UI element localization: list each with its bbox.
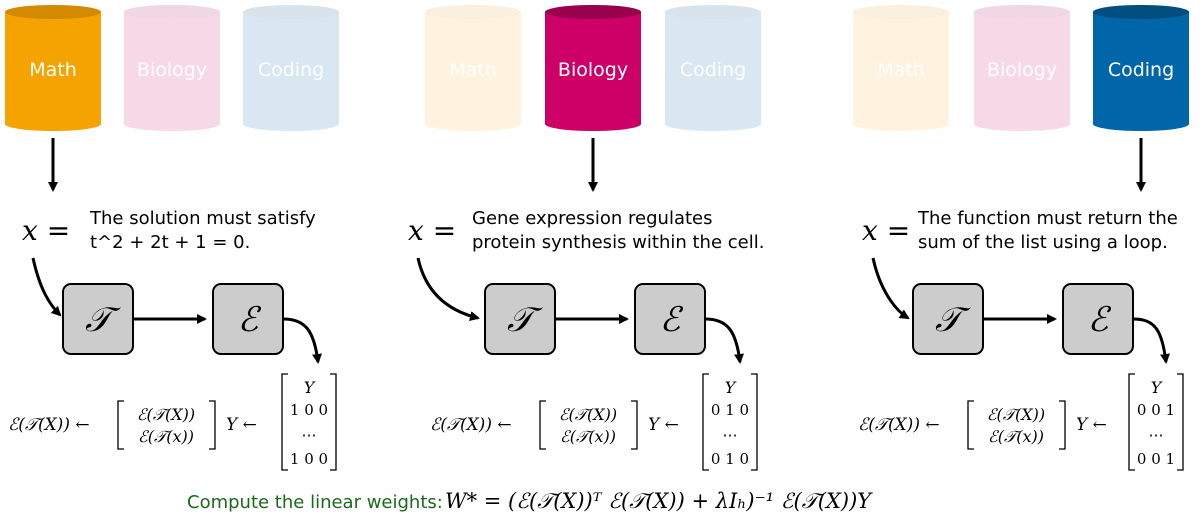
x-symbol: x = — [862, 214, 910, 247]
matrix-top: ℰ(𝒯(X)) — [987, 405, 1045, 424]
cylinder-math: Math — [853, 5, 949, 131]
matrix-bottom: ℰ(𝒯(x)) — [138, 427, 194, 446]
matrix-top: ℰ(𝒯(X)) — [559, 405, 617, 424]
cylinder-label: Biology — [558, 59, 628, 81]
matrix-bottom: ℰ(𝒯(x)) — [988, 427, 1044, 446]
panel-coding: Math Biology Coding x = The function mus… — [853, 5, 1189, 471]
curve-arrow-out — [282, 317, 322, 364]
y-arrow: Y ← — [648, 415, 679, 435]
y-row-1: 0 0 1 — [1137, 401, 1175, 419]
embed-eq: ℰ(𝒯(X)) ← — [430, 415, 512, 435]
x-symbol: x = — [22, 214, 70, 247]
cylinder-label: Biology — [987, 59, 1057, 81]
y-row-last: 0 1 0 — [711, 450, 749, 468]
y-header: Y — [304, 378, 316, 397]
curve-arrow-in — [416, 257, 480, 321]
y-arrow: Y ← — [226, 415, 257, 435]
curve-arrow-in — [31, 257, 62, 317]
embed-eq: ℰ(𝒯(X)) ← — [8, 415, 90, 435]
y-row-1: 0 1 0 — [711, 401, 749, 419]
cylinder-math: Math — [425, 5, 521, 131]
cylinder-label: Math — [877, 59, 925, 81]
matrix-bottom: ℰ(𝒯(x)) — [560, 427, 616, 446]
y-header: Y — [1151, 378, 1163, 397]
embed-symbol: ℰ — [660, 300, 684, 340]
sentence-line-2: protein synthesis within the cell. — [472, 232, 764, 253]
embed-symbol: ℰ — [238, 300, 262, 340]
y-row-last: 0 0 1 — [1137, 450, 1175, 468]
cylinder-label: Coding — [680, 59, 746, 81]
cylinder-coding: Coding — [243, 5, 339, 131]
cylinder-coding: Coding — [1093, 5, 1189, 131]
y-row-1: 1 0 0 — [290, 401, 328, 419]
y-arrow: Y ← — [1076, 415, 1107, 435]
panel-biology: Math Biology Coding x = Gene expression … — [408, 5, 764, 471]
y-dots: ⋯ — [1149, 426, 1164, 444]
weights-formula: W* = (ℰ(𝒯(X))ᵀ ℰ(𝒯(X)) + λIₕ)⁻¹ ℰ(𝒯(X))Y — [445, 489, 873, 513]
sentence-line-1: The solution must satisfy — [89, 208, 316, 229]
sentence-line-2: t^2 + 2t + 1 = 0. — [90, 232, 250, 253]
cylinder-biology: Biology — [974, 5, 1070, 131]
cylinder-label: Coding — [1108, 59, 1174, 81]
y-dots: ⋯ — [302, 426, 317, 444]
cylinder-biology: Biology — [124, 5, 220, 131]
cylinder-label: Biology — [137, 59, 207, 81]
cylinder-coding: Coding — [665, 5, 761, 131]
y-header: Y — [725, 378, 737, 397]
curve-arrow-out — [704, 317, 744, 364]
embed-eq: ℰ(𝒯(X)) ← — [858, 415, 940, 435]
x-symbol: x = — [408, 214, 456, 247]
cylinder-math: Math — [5, 5, 101, 131]
y-dots: ⋯ — [723, 426, 738, 444]
cylinder-biology: Biology — [545, 5, 641, 131]
cylinder-label: Math — [29, 59, 77, 81]
curve-arrow-out — [1132, 317, 1170, 364]
curve-arrow-in — [871, 257, 910, 320]
embed-symbol: ℰ — [1088, 300, 1112, 340]
sentence-line-2: sum of the list using a loop. — [918, 232, 1168, 253]
y-row-last: 1 0 0 — [290, 450, 328, 468]
sentence-line-1: Gene expression regulates — [472, 208, 713, 229]
matrix-top: ℰ(𝒯(X)) — [137, 405, 195, 424]
cylinder-label: Coding — [258, 59, 324, 81]
sentence-line-1: The function must return the — [917, 208, 1178, 229]
bottom-lead-text: Compute the linear weights: — [187, 492, 443, 513]
cylinder-label: Math — [449, 59, 497, 81]
panel-math: Math Biology Coding x = The solution mus… — [5, 5, 339, 471]
